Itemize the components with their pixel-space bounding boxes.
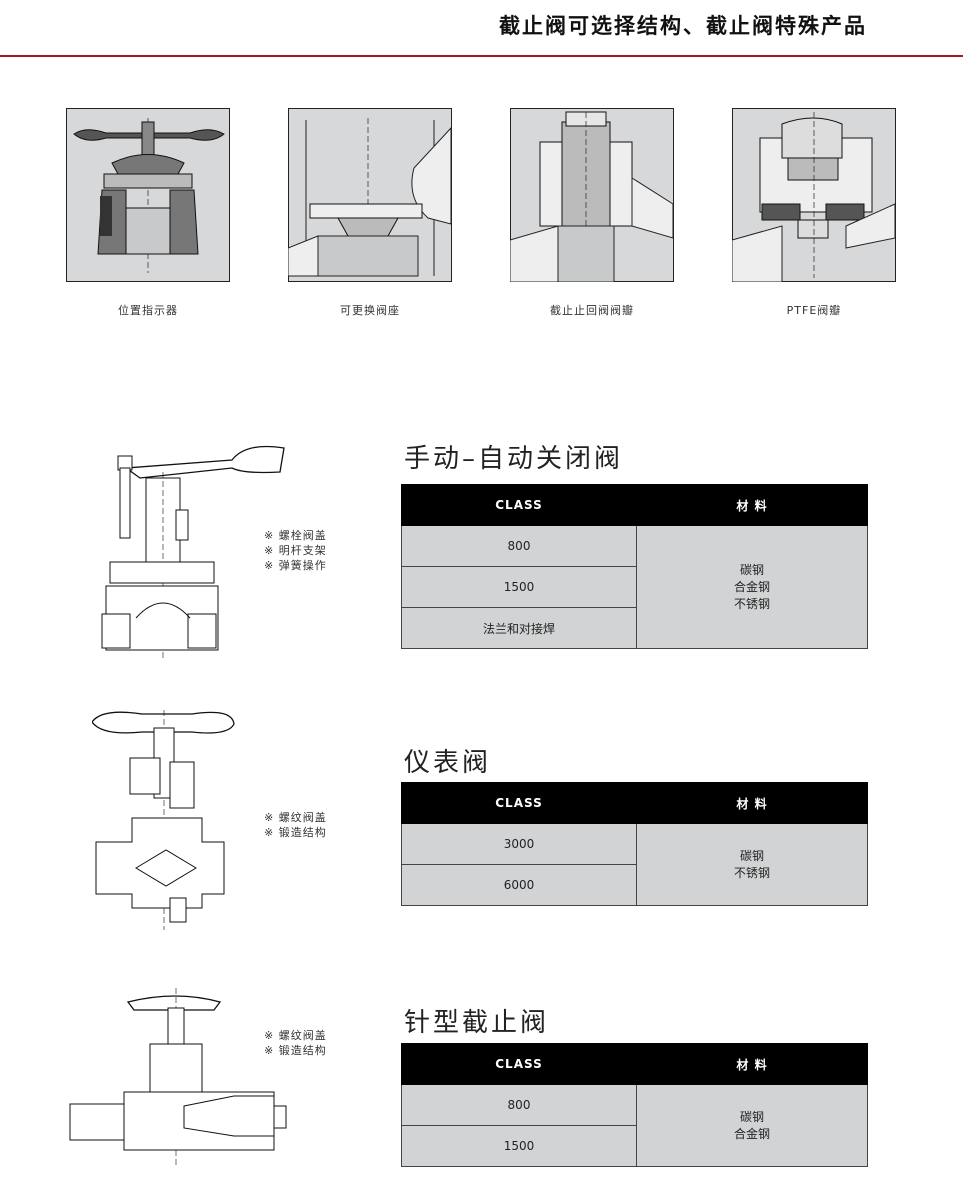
material-item: 碳钢 <box>739 562 764 577</box>
class-cell: 3000 <box>401 823 637 865</box>
material-item: 不锈钢 <box>733 865 770 880</box>
material-item: 碳钢 <box>739 848 764 863</box>
material-item: 合金钢 <box>733 1126 770 1141</box>
feature-item: ※ 螺栓阀盖 <box>264 529 327 542</box>
spec-table-instrument-valve: CLASS 材 料 3000 碳钢 不锈钢 6000 <box>401 782 868 906</box>
needle-globe-valve-drawing <box>64 988 290 1172</box>
features-manual-auto-shutoff: ※ 螺栓阀盖 ※ 明杆支架 ※ 弹簧操作 <box>264 528 327 573</box>
class-cell: 1500 <box>401 566 637 608</box>
material-item: 不锈钢 <box>733 596 770 611</box>
features-needle-globe-valve: ※ 螺纹阀盖 ※ 锻造结构 <box>264 1028 327 1058</box>
stop-check-disc-illustration <box>510 108 674 282</box>
col-header-class: CLASS <box>401 782 637 824</box>
caption-replaceable-seat: 可更换阀座 <box>340 304 400 317</box>
class-cell: 6000 <box>401 864 637 906</box>
ptfe-disc-illustration <box>732 108 896 282</box>
material-cell: 碳钢 合金钢 <box>636 1084 868 1167</box>
caption-ptfe-disc: PTFE阀瓣 <box>786 304 842 317</box>
feature-item: ※ 明杆支架 <box>264 544 327 557</box>
material-cell: 碳钢 不锈钢 <box>636 823 868 906</box>
spec-table-manual-auto-shutoff: CLASS 材 料 800 碳钢 合金钢 不锈钢 1500 法兰和对接焊 <box>401 484 868 649</box>
class-cell: 800 <box>401 525 637 567</box>
material-item: 碳钢 <box>739 1109 764 1124</box>
instrument-valve-drawing <box>91 708 242 938</box>
section-title-needle-globe-valve: 针型截止阀 <box>404 1008 550 1038</box>
feature-item: ※ 螺纹阀盖 <box>264 1029 327 1042</box>
class-cell: 800 <box>401 1084 637 1126</box>
feature-item: ※ 锻造结构 <box>264 1044 327 1057</box>
position-indicator-illustration <box>66 108 230 282</box>
col-header-class: CLASS <box>401 1043 637 1085</box>
material-cell: 碳钢 合金钢 不锈钢 <box>636 525 868 649</box>
feature-item: ※ 螺纹阀盖 <box>264 811 327 824</box>
col-header-material: 材 料 <box>636 1043 868 1085</box>
replaceable-seat-illustration <box>288 108 452 282</box>
header-divider <box>0 55 963 57</box>
manual-auto-shutoff-valve-drawing <box>96 438 286 667</box>
col-header-material: 材 料 <box>636 484 868 526</box>
page-title: 截止阀可选择结构、截止阀特殊产品 <box>499 14 867 38</box>
feature-item: ※ 弹簧操作 <box>264 559 327 572</box>
material-item: 合金钢 <box>733 579 770 594</box>
caption-stop-check-disc: 截止止回阀阀瓣 <box>550 304 634 317</box>
class-cell: 法兰和对接焊 <box>401 607 637 649</box>
section-title-instrument-valve: 仪表阀 <box>404 748 492 778</box>
col-header-class: CLASS <box>401 484 637 526</box>
spec-table-needle-globe-valve: CLASS 材 料 800 碳钢 合金钢 1500 <box>401 1043 868 1167</box>
col-header-material: 材 料 <box>636 782 868 824</box>
class-cell: 1500 <box>401 1125 637 1167</box>
caption-position-indicator: 位置指示器 <box>118 304 178 317</box>
features-instrument-valve: ※ 螺纹阀盖 ※ 锻造结构 <box>264 810 327 840</box>
section-title-manual-auto-shutoff: 手动–自动关闭阀 <box>404 444 624 474</box>
feature-item: ※ 锻造结构 <box>264 826 327 839</box>
